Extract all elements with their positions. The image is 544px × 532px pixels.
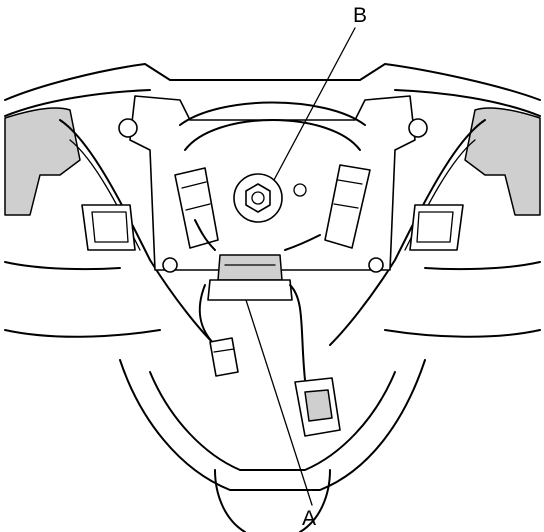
callout-label-a: A xyxy=(302,507,316,530)
steering-wheel-rim xyxy=(4,63,541,532)
side-connectors xyxy=(174,164,371,249)
center-nut xyxy=(233,173,283,223)
leader-line-b xyxy=(273,27,356,181)
wiring-harness xyxy=(194,219,341,437)
callout-label-b: B xyxy=(353,4,367,27)
leader-line-a xyxy=(245,299,313,506)
